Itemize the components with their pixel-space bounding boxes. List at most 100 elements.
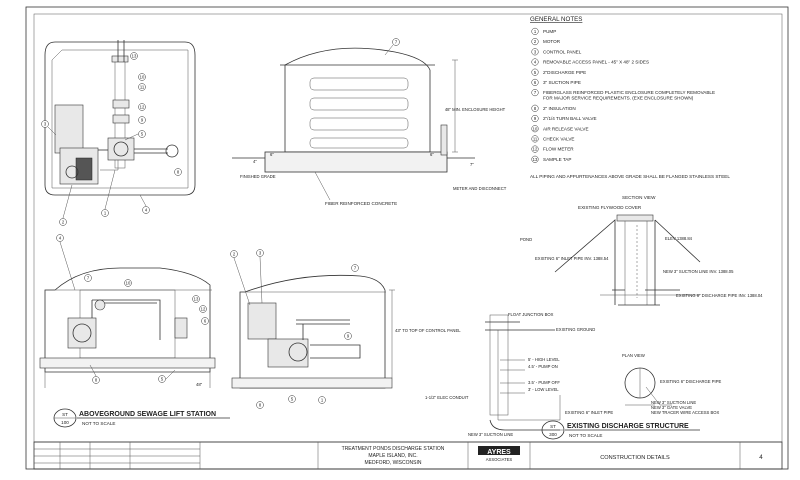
note-text: REMOVABLE ACCESS PANEL - 45" X 48" 2 SID… — [543, 60, 649, 65]
svg-text:12: 12 — [201, 307, 206, 312]
dim-7: 7" — [470, 162, 474, 167]
note-number-bubble — [531, 27, 539, 35]
note-number: 12 — [533, 147, 538, 152]
note-number-bubble — [531, 89, 539, 97]
svg-text:7: 7 — [395, 40, 398, 45]
note-text: 2"DISCHARGE PIPE — [543, 70, 586, 75]
svg-text:3: 3 — [44, 122, 47, 127]
dim-4: 4" — [253, 159, 257, 164]
note-text: SAMPLE TAP — [543, 157, 571, 162]
note-number: 9 — [534, 116, 537, 121]
note-number-bubble — [531, 145, 539, 153]
structure-scale: NOT TO SCALE — [569, 433, 602, 438]
note-text: AIR RELEASE VALVE — [543, 126, 589, 131]
svg-text:4: 4 — [145, 208, 148, 213]
project-line-2: MAPLE ISLAND, INC. — [368, 453, 417, 459]
svg-text:ST: ST — [550, 424, 556, 429]
plan-discharge-label: EXISTING 6" DISCHARGE PIPE — [660, 379, 721, 384]
svg-text:8: 8 — [259, 403, 262, 408]
note-number: 3 — [534, 49, 537, 54]
float-box-label: FLOAT JUNCTION BOX — [508, 312, 554, 317]
notes-footer: ALL PIPING AND APPURTENANCES ABOVE GRADE… — [530, 174, 730, 179]
svg-text:13: 13 — [132, 54, 137, 59]
svg-text:9: 9 — [347, 334, 350, 339]
section-inlet-label: EXISTING 6" INLET PIPE INV. 1388.54 — [535, 256, 609, 261]
lift-station-side-elevation: 2 3 7 9 5 1 8 — [230, 249, 395, 409]
note-number: 8 — [534, 106, 537, 111]
note-text: MOTOR — [543, 39, 561, 44]
note-text: CHECK VALVE — [543, 137, 575, 142]
new-suction-label: NEW 3" SUCTION LINE — [468, 432, 513, 437]
svg-text:7: 7 — [354, 266, 357, 271]
inlet-pipe-label: EXISTING 6" INLET PIPE — [565, 410, 613, 415]
note-number-bubble — [531, 68, 539, 76]
pond-label: POND — [520, 237, 532, 242]
note-number: 2 — [534, 39, 537, 44]
svg-text:300: 300 — [549, 432, 557, 437]
note-number-bubble — [531, 38, 539, 46]
conduit-label: 1-1/2" ELEC CONDUIT — [425, 395, 469, 400]
elev-label: ELEV 1388.84 — [665, 236, 693, 241]
section-title: SECTION VIEW — [622, 195, 656, 200]
svg-text:4: 4 — [59, 236, 62, 241]
note-number-bubble — [531, 48, 539, 56]
svg-text:11: 11 — [140, 85, 145, 90]
note-text: FIBERGLASS REINFORCED PLASTIC ENCLOSURE … — [543, 90, 715, 101]
plan-view-title: PLAN VIEW — [622, 353, 645, 358]
lift-station-front-elevation: 4 7 10 13 12 6 5 8 — [39, 234, 216, 388]
section-view: SECTION VIEW EXISTING FLYWOOD COVER POND… — [520, 195, 763, 306]
note-text: 2" INSULATION — [543, 106, 576, 111]
note-text: CONTROL PANEL — [543, 49, 582, 54]
svg-text:13: 13 — [194, 297, 199, 302]
lift-plan-bubbles: 10 11 12 9 5 8 3 2 1 4 13 — [41, 52, 182, 226]
enclosure-height-label: 48" MIN. ENCLOSURE HEIGHT — [445, 107, 506, 112]
callout-lift-station: ST 100 ABOVEGROUND SEWAGE LIFT STATION N… — [53, 408, 230, 428]
plan-gate-label: NEW 3" GATE VALVE — [651, 405, 692, 410]
svg-text:5: 5 — [161, 377, 164, 382]
enclosure-elevation: 7 — [232, 38, 475, 173]
top-panel-label: 43" TO TOP OF CONTROL PANEL — [395, 328, 461, 333]
structure-title: EXISTING DISCHARGE STRUCTURE — [567, 423, 689, 430]
firm-sub: ASSOCIATES — [486, 457, 513, 462]
dim-6-left: 6" — [270, 152, 274, 157]
low-level-label: 3' - LOW LEVEL — [528, 387, 559, 392]
cover-label: EXISTING FLYWOOD COVER — [578, 205, 642, 210]
svg-text:10: 10 — [140, 75, 145, 80]
note-number: 5 — [534, 70, 537, 75]
finished-grade-label: FINISHED GRADE — [240, 174, 276, 179]
section-discharge-label: EXISTING 6" DISCHARGE PIPE INV. 1388.04 — [676, 293, 763, 298]
dim-6-right: 6" — [430, 152, 434, 157]
svg-text:7: 7 — [87, 276, 90, 281]
note-number-bubble — [531, 78, 539, 86]
project-line-3: MEDFORD, WISCONSIN — [365, 460, 422, 466]
note-number: 13 — [533, 157, 538, 162]
svg-text:2: 2 — [233, 252, 236, 257]
note-number-bubble — [531, 114, 539, 123]
note-text: 3" SUCTION PIPE — [543, 80, 581, 85]
plan-tracer-label: NEW TRACER WIRE ACCESS BOX — [651, 410, 720, 415]
note-number: 7 — [534, 90, 537, 95]
note-number: 11 — [533, 137, 538, 142]
svg-text:3: 3 — [259, 251, 262, 256]
ground-label: EXISTING GROUND — [556, 327, 595, 332]
note-number-bubble — [531, 135, 539, 143]
svg-text:12: 12 — [140, 105, 145, 110]
svg-text:1: 1 — [321, 398, 324, 403]
sheet-title: CONSTRUCTION DETAILS — [600, 455, 670, 461]
svg-text:5: 5 — [141, 132, 144, 137]
note-number: 4 — [534, 60, 537, 65]
note-text: 2"/1/4 TURN BALL VALVE — [543, 116, 597, 121]
sheet-number: 4 — [759, 454, 763, 461]
callout-structure: ST 300 EXISTING DISCHARGE STRUCTURE NOT … — [541, 420, 700, 440]
float-junction-detail — [485, 314, 561, 431]
high-level-label: 5' - HIGH LEVEL — [528, 357, 560, 362]
section-suction-label: NEW 3" SUCTION LINE INV. 1388.05 — [663, 269, 734, 274]
title-block — [33, 441, 783, 470]
note-number-bubble — [531, 58, 539, 66]
concrete-label: FIBER REINFORCED CONCRETE — [325, 201, 397, 206]
plan-suction-label: NEW 3" SUCTION LINE — [651, 400, 696, 405]
